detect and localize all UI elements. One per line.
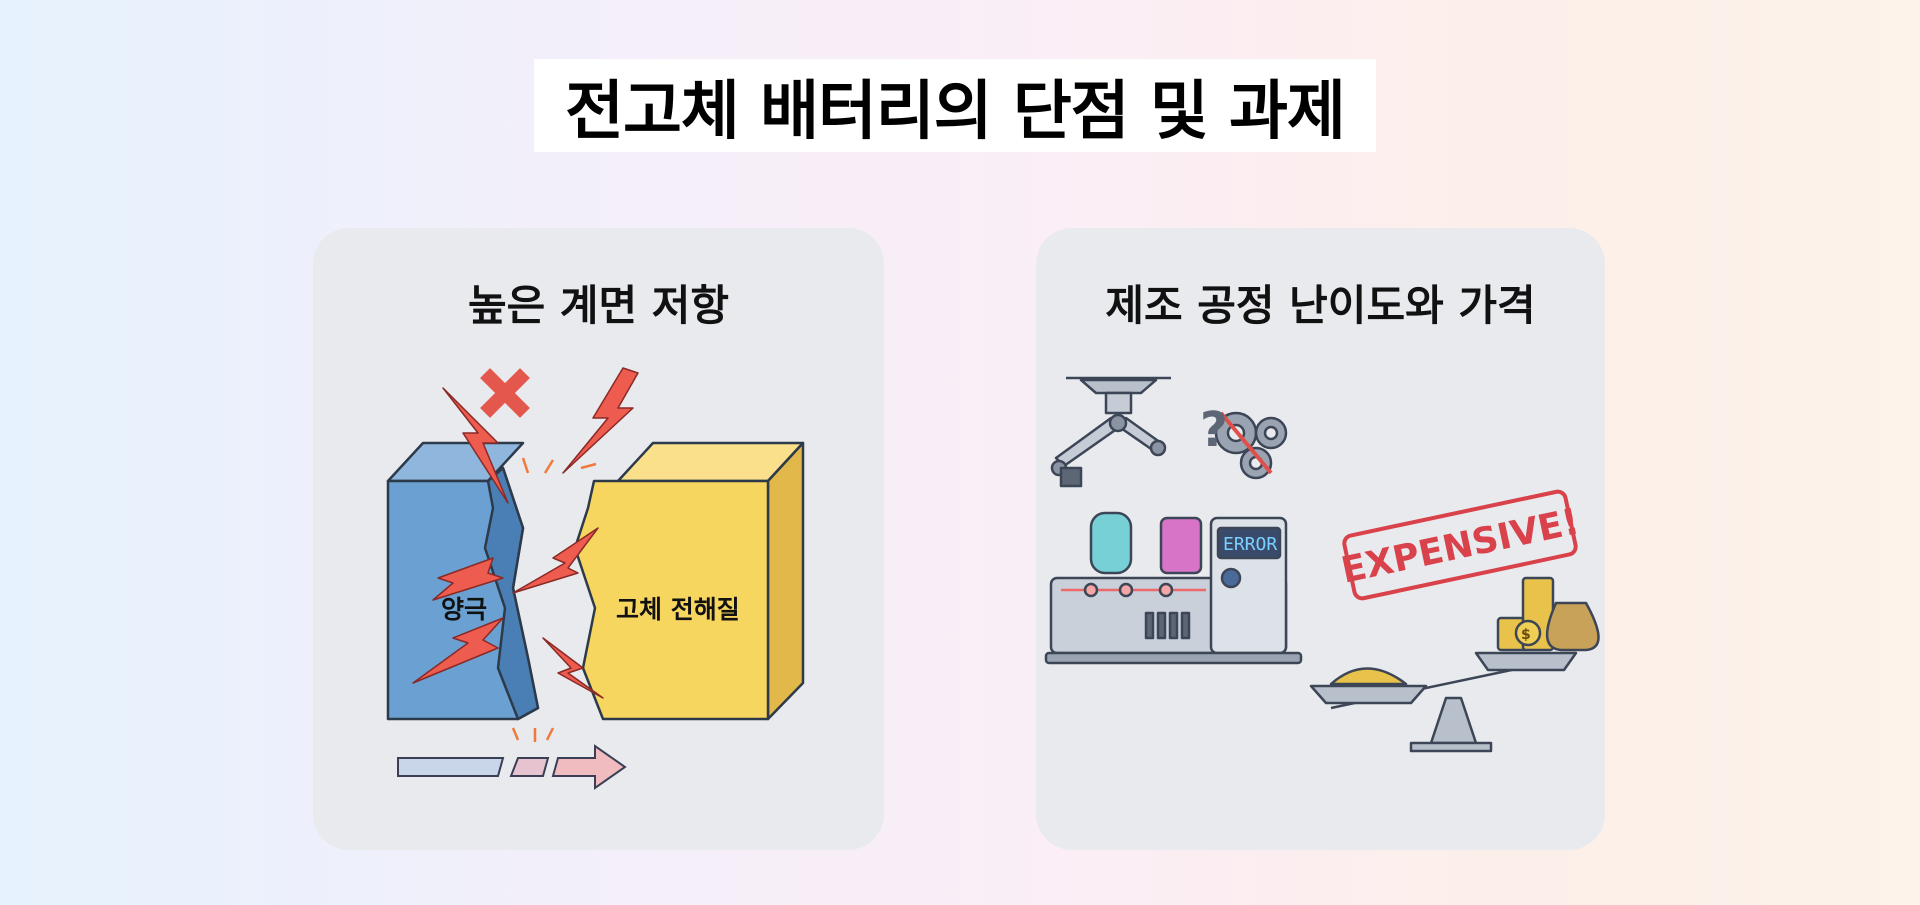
powder-pile (1329, 667, 1408, 686)
scale-icon (1309, 651, 1578, 753)
lightning-bolt-icon (412, 617, 504, 684)
lightning-bolt-icon (512, 527, 599, 594)
question-mark-icon: ? (1200, 402, 1228, 458)
manufacturing-illustration: ERROR ? $ EXPENSIVE! (1044, 376, 1600, 753)
lightning-bolt-icon (562, 367, 639, 474)
lightning-bolt-icon (442, 387, 509, 504)
cathode-label: 양극 (441, 595, 488, 624)
panel-title: 제조 공정 난이도와 가격 (1105, 281, 1536, 330)
panel-title: 높은 계면 저항 (467, 281, 730, 330)
money-bag-icon (1545, 601, 1600, 652)
flask-cyan (1089, 511, 1133, 575)
coin-stack-icon (1496, 576, 1600, 652)
lightning-bolt-icon (542, 637, 604, 699)
panel-interface-resistance: 높은 계면 저항 (313, 228, 884, 850)
interface-illustration (386, 367, 805, 790)
robot-arm-icon (1050, 413, 1167, 488)
error-screen (1216, 526, 1282, 560)
gears-crossed-icon (1214, 411, 1288, 480)
flask-pink (1159, 516, 1203, 575)
current-flow-arrow (397, 744, 627, 790)
electrolyte-label: 고체 전해질 (616, 595, 740, 624)
electrolyte-block-side (766, 441, 805, 721)
dollar-sign: $ (1521, 627, 1531, 643)
dial-icon (1220, 567, 1242, 589)
error-screen-text: ERROR (1223, 534, 1277, 555)
lightning-bolt-icon (432, 557, 504, 601)
panel-manufacturing-cost: 제조 공정 난이도와 가격 (1036, 228, 1605, 850)
x-mark-icon (480, 368, 530, 418)
page-title: 전고체 배터리의 단점 및 과제 (534, 59, 1376, 152)
cathode-crack-edge (483, 466, 540, 721)
